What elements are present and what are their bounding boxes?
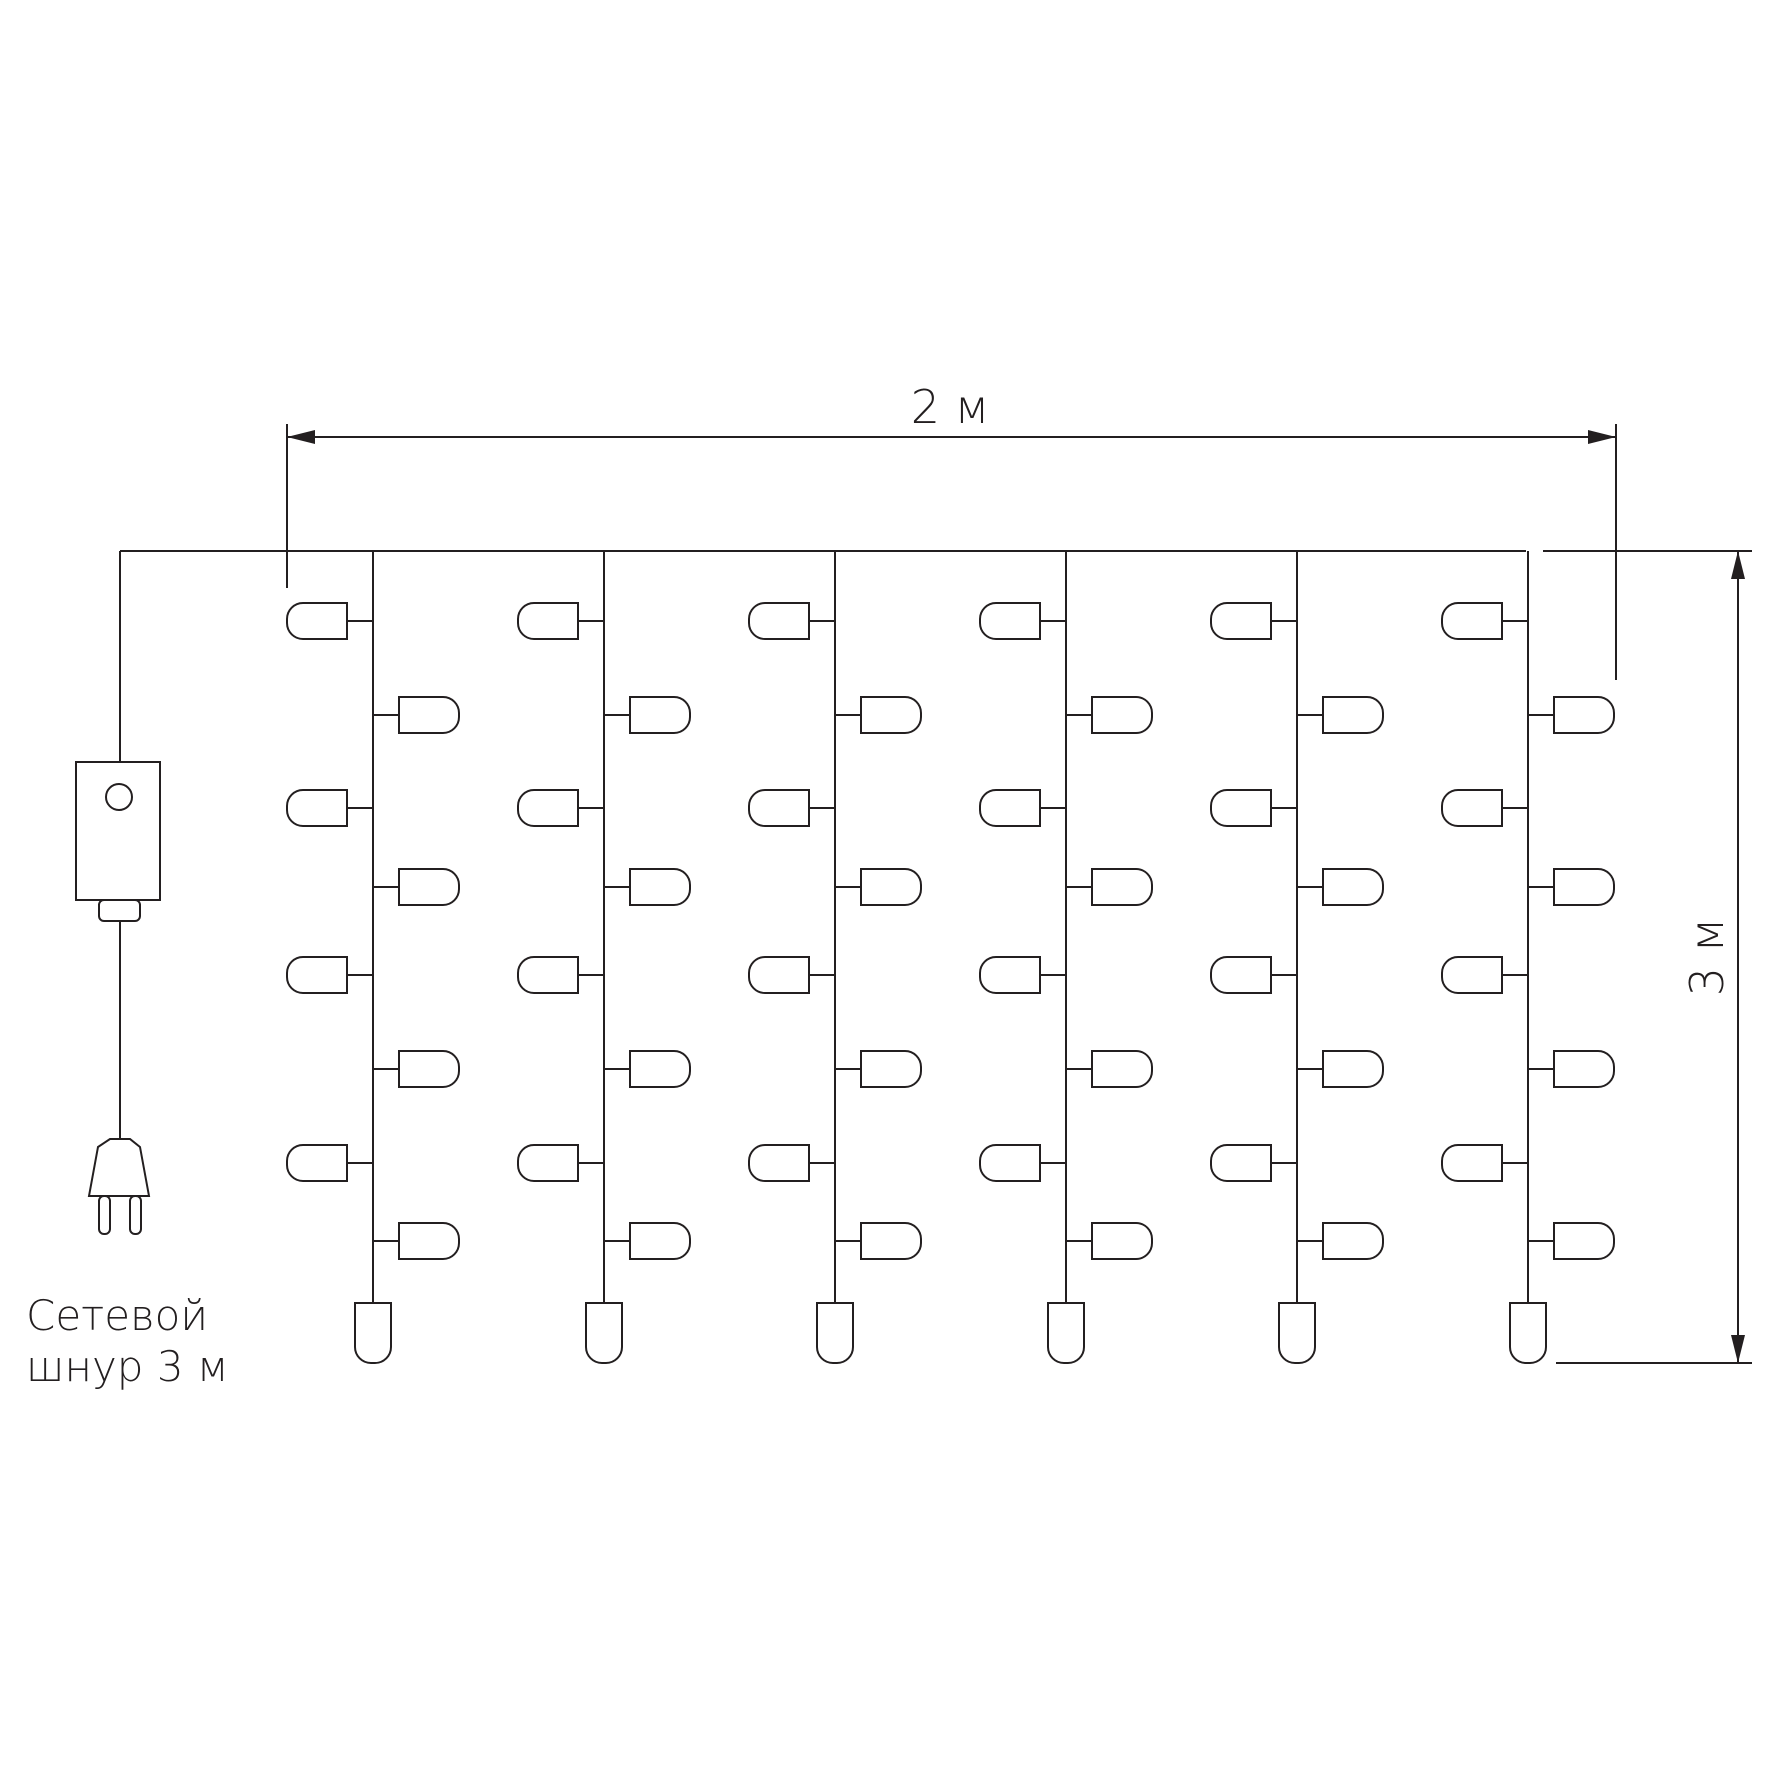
- power-cord: [75, 551, 161, 1235]
- led-bulb-icon: [398, 868, 460, 906]
- led-bulb-icon: [1441, 956, 1503, 994]
- led-bulb-icon: [1441, 1144, 1503, 1182]
- led-bulb-icon: [286, 602, 348, 640]
- arrow-left-icon: [287, 430, 315, 444]
- led-bulb-icon: [1322, 1222, 1384, 1260]
- led-bulb-icon: [1553, 1050, 1615, 1088]
- led-bulb-icon: [629, 1050, 691, 1088]
- led-bulb-icon: [979, 1144, 1041, 1182]
- led-strand: [1210, 551, 1384, 1364]
- led-bulb-icon: [1322, 1050, 1384, 1088]
- led-bulb-icon: [1553, 1222, 1615, 1260]
- led-bulb-icon: [860, 868, 922, 906]
- led-bulb-icon: [1322, 868, 1384, 906]
- tail-bulb-icon: [585, 1302, 623, 1364]
- height-label: 3 м: [1680, 918, 1734, 997]
- led-strands: [286, 551, 1615, 1364]
- led-bulb-icon: [1210, 789, 1272, 827]
- arrow-right-icon: [1588, 430, 1616, 444]
- led-bulb-icon: [398, 1222, 460, 1260]
- led-bulb-icon: [748, 1144, 810, 1182]
- cord-label-line1: Сетевой: [26, 1291, 208, 1340]
- led-bulb-icon: [517, 1144, 579, 1182]
- arrow-down-icon: [1731, 1335, 1745, 1363]
- led-bulb-icon: [398, 1050, 460, 1088]
- led-bulb-icon: [1553, 868, 1615, 906]
- led-bulb-icon: [1210, 602, 1272, 640]
- cord-label-line2: шнур 3 м: [26, 1342, 229, 1391]
- led-bulb-icon: [979, 602, 1041, 640]
- led-bulb-icon: [629, 868, 691, 906]
- led-bulb-icon: [1553, 696, 1615, 734]
- arrow-up-icon: [1731, 551, 1745, 579]
- led-strand: [979, 551, 1153, 1364]
- led-bulb-icon: [748, 602, 810, 640]
- led-bulb-icon: [1091, 1050, 1153, 1088]
- led-bulb-icon: [1091, 696, 1153, 734]
- led-bulb-icon: [629, 696, 691, 734]
- led-bulb-icon: [1210, 1144, 1272, 1182]
- led-bulb-icon: [286, 789, 348, 827]
- led-bulb-icon: [286, 956, 348, 994]
- controller-cable-gland: [98, 899, 141, 922]
- led-bulb-icon: [1091, 868, 1153, 906]
- led-bulb-icon: [1210, 956, 1272, 994]
- controller-box: [75, 761, 161, 901]
- plug-icon: [87, 1138, 151, 1235]
- tail-bulb-icon: [1047, 1302, 1085, 1364]
- controller-button-icon: [105, 783, 133, 811]
- tail-bulb-icon: [1509, 1302, 1547, 1364]
- led-bulb-icon: [748, 789, 810, 827]
- led-bulb-icon: [860, 1050, 922, 1088]
- led-bulb-icon: [517, 789, 579, 827]
- led-bulb-icon: [517, 602, 579, 640]
- led-bulb-icon: [1441, 789, 1503, 827]
- led-bulb-icon: [979, 956, 1041, 994]
- width-label: 2 м: [911, 380, 990, 434]
- led-bulb-icon: [517, 956, 579, 994]
- led-bulb-icon: [1441, 602, 1503, 640]
- height-dimension: 3 м: [1543, 550, 1752, 1364]
- led-bulb-icon: [286, 1144, 348, 1182]
- tail-bulb-icon: [1278, 1302, 1316, 1364]
- led-bulb-icon: [979, 789, 1041, 827]
- width-dimension: 2 м: [286, 380, 1617, 680]
- led-bulb-icon: [398, 696, 460, 734]
- led-strand: [1441, 551, 1615, 1364]
- led-strand: [748, 551, 922, 1364]
- led-bulb-icon: [629, 1222, 691, 1260]
- led-bulb-icon: [1091, 1222, 1153, 1260]
- led-bulb-icon: [860, 696, 922, 734]
- led-strand: [517, 551, 691, 1364]
- led-bulb-icon: [748, 956, 810, 994]
- tail-bulb-icon: [816, 1302, 854, 1364]
- tail-bulb-icon: [354, 1302, 392, 1364]
- led-bulb-icon: [1322, 696, 1384, 734]
- led-strand: [286, 551, 460, 1364]
- led-bulb-icon: [860, 1222, 922, 1260]
